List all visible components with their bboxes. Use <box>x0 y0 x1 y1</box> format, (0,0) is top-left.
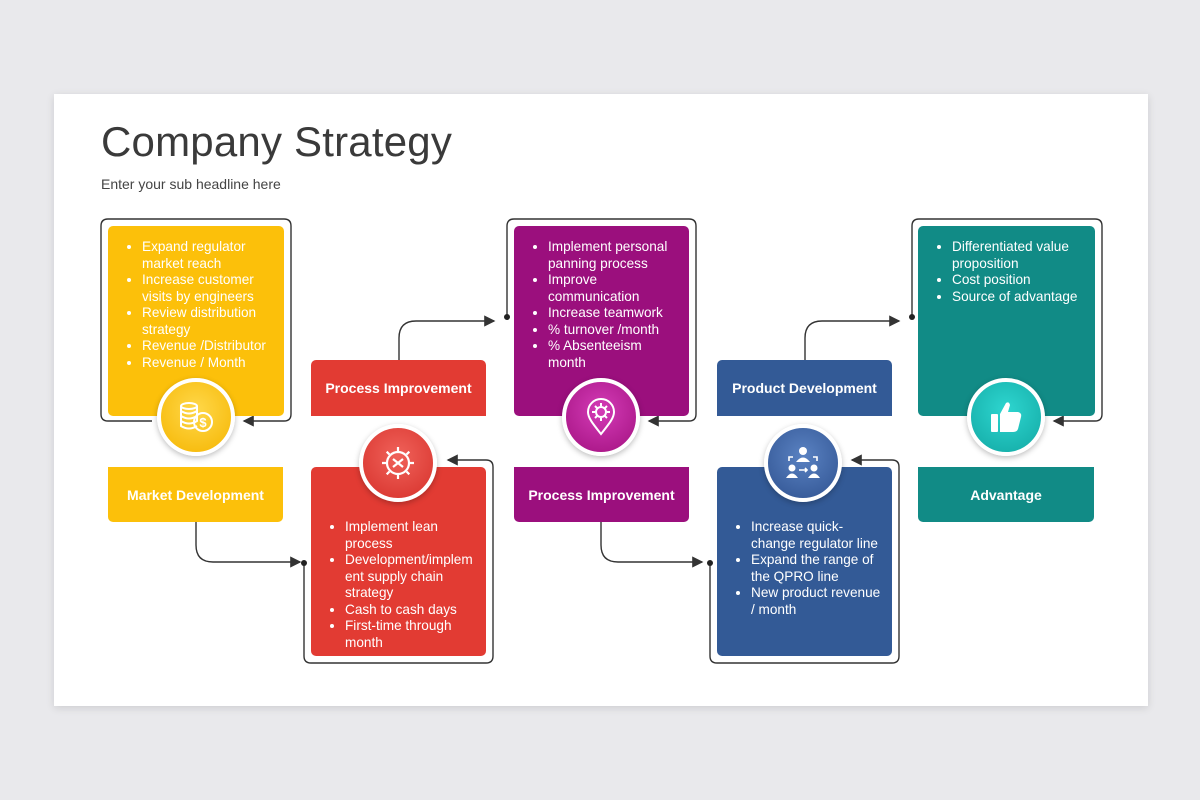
list-item: Cash to cash days <box>345 602 480 619</box>
page-title: Company Strategy <box>101 118 453 165</box>
step-5-bullets: Differentiated value proposition Cost po… <box>918 239 1095 305</box>
list-item: Increase customer visits by engineers <box>142 272 278 305</box>
list-item: Cost position <box>952 272 1089 289</box>
svg-text:$: $ <box>199 415 207 430</box>
connector-1-to-2 <box>195 522 302 568</box>
list-item: Development/implem ent supply chain stra… <box>345 552 480 602</box>
page-subtitle: Enter your sub headline here <box>101 176 281 192</box>
list-item: Revenue / Month <box>142 355 278 372</box>
list-item: Implement lean process <box>345 519 480 552</box>
connector-bracket-1 <box>100 218 292 427</box>
connector-4-to-5 <box>804 315 901 360</box>
list-item: % Absenteeism month <box>548 338 683 371</box>
gear-location-pin-icon <box>586 398 616 436</box>
list-item: Increase quick-change regulator line <box>751 519 886 552</box>
list-item: Revenue /Distributor <box>142 338 278 355</box>
connector-bracket-3 <box>506 218 697 427</box>
step-2-icon-circle <box>359 424 437 502</box>
list-item: Source of advantage <box>952 289 1089 306</box>
coins-dollar-icon: $ <box>180 402 213 432</box>
connector-2-to-3 <box>398 315 496 360</box>
connector-bracket-2 <box>303 454 494 664</box>
step-4-label: Product Development <box>717 360 892 416</box>
step-1-icon-circle: $ <box>157 378 235 456</box>
step-5-label: Advantage <box>918 467 1094 522</box>
step-5-icon-circle <box>967 378 1045 456</box>
step-1-bullets: Expand regulator market reach Increase c… <box>108 239 284 371</box>
connector-bracket-5 <box>911 218 1103 427</box>
step-4-icon-circle <box>764 424 842 502</box>
step-3-bullets: Implement personal panning process Impro… <box>514 239 689 371</box>
list-item: % turnover /month <box>548 322 683 339</box>
connector-3-to-4 <box>600 522 704 568</box>
team-exchange-icon <box>786 447 820 478</box>
list-item: Expand the range of the QPRO line <box>751 552 886 585</box>
list-item: Implement personal panning process <box>548 239 683 272</box>
step-1-label: Market Development <box>108 467 283 522</box>
step-2-bullets: Implement lean process Development/imple… <box>311 519 486 651</box>
list-item: Differentiated value proposition <box>952 239 1089 272</box>
gear-wrench-icon <box>382 447 414 479</box>
step-2-label: Process Improvement <box>311 360 486 416</box>
list-item: First-time through month <box>345 618 480 651</box>
step-3-label: Process Improvement <box>514 467 689 522</box>
list-item: Review distribution strategy <box>142 305 278 338</box>
thumbs-up-icon <box>991 402 1022 432</box>
list-item: Increase teamwork <box>548 305 683 322</box>
list-item: Improve communication <box>548 272 683 305</box>
list-item: New product revenue / month <box>751 585 886 618</box>
step-3-icon-circle <box>562 378 640 456</box>
connector-bracket-4 <box>709 454 900 664</box>
step-4-bullets: Increase quick-change regulator line Exp… <box>717 519 892 618</box>
step-4-box: Increase quick-change regulator line Exp… <box>717 467 892 656</box>
list-item: Expand regulator market reach <box>142 239 278 272</box>
